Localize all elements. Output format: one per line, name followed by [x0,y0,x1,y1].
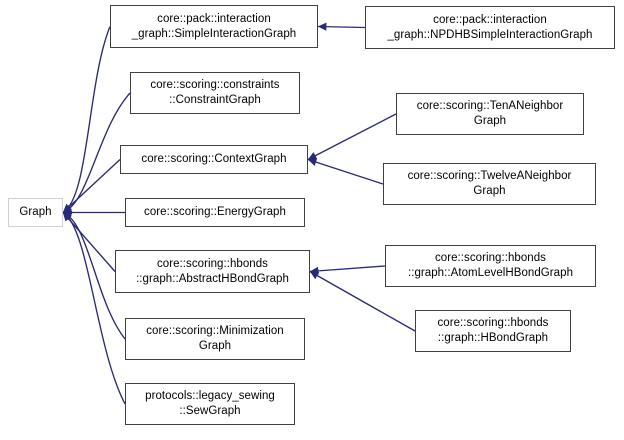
class-node-simple-interaction-graph[interactable]: core::pack::interaction _graph::SimpleIn… [110,5,318,48]
class-node-label: core::scoring::TwelveANeighbor Graph [407,170,572,197]
class-node-npdhb-simple-interaction-graph[interactable]: core::pack::interaction _graph::NPDHBSim… [365,6,615,49]
inheritance-edge-context-graph-to-graph [62,159,121,213]
class-node-graph[interactable]: Graph [8,198,63,227]
class-node-label: core::scoring::constraints ::ConstraintG… [150,79,280,106]
class-node-minimization-graph[interactable]: core::scoring::Minimization Graph [125,318,305,360]
class-node-label: Graph [19,206,52,218]
inheritance-edge-simple-interaction-graph-to-graph [62,26,111,214]
class-node-label: core::scoring::TenANeighbor Graph [416,100,564,127]
inheritance-edge-npdhb-simple-interaction-graph-to-simple-interaction-graph [317,22,366,31]
class-node-twelve-a-neighbor-graph[interactable]: core::scoring::TwelveANeighbor Graph [383,163,596,205]
class-node-label: core::pack::interaction _graph::SimpleIn… [131,12,297,40]
class-node-constraint-graph[interactable]: core::scoring::constraints ::ConstraintG… [130,72,300,114]
class-node-label: core::pack::interaction _graph::NPDHBSim… [387,13,593,41]
class-node-hbond-graph[interactable]: core::scoring::hbonds ::graph::HBondGrap… [415,310,571,352]
inheritance-edge-twelve-a-neighbor-graph-to-context-graph [307,158,384,185]
class-node-energy-graph[interactable]: core::scoring::EnergyGraph [125,198,305,227]
class-node-label: core::scoring::hbonds ::graph::AbstractH… [136,257,289,285]
class-node-sew-graph[interactable]: protocols::legacy_sewing ::SewGraph [125,383,295,425]
class-node-label: protocols::legacy_sewing ::SewGraph [145,390,275,417]
inheritance-edge-ten-a-neighbor-graph-to-context-graph [307,113,397,161]
class-node-label: core::scoring::ContextGraph [141,153,287,165]
inheritance-edge-atom-level-hbond-graph-to-abstract-hbond-graph [309,265,386,275]
class-node-label: core::scoring::hbonds ::graph::AtomLevel… [407,252,574,279]
inheritance-edge-abstract-hbond-graph-to-graph [62,212,116,272]
inheritance-edge-sew-graph-to-graph [62,211,126,405]
class-node-label: core::scoring::EnergyGraph [144,206,286,218]
class-node-label: core::scoring::Minimization Graph [146,325,284,352]
class-node-abstract-hbond-graph[interactable]: core::scoring::hbonds ::graph::AbstractH… [115,250,310,293]
class-node-context-graph[interactable]: core::scoring::ContextGraph [120,145,308,174]
class-node-ten-a-neighbor-graph[interactable]: core::scoring::TenANeighbor Graph [396,93,584,135]
class-node-label: core::scoring::hbonds ::graph::HBondGrap… [437,317,549,344]
class-node-atom-level-hbond-graph[interactable]: core::scoring::hbonds ::graph::AtomLevel… [385,245,596,287]
